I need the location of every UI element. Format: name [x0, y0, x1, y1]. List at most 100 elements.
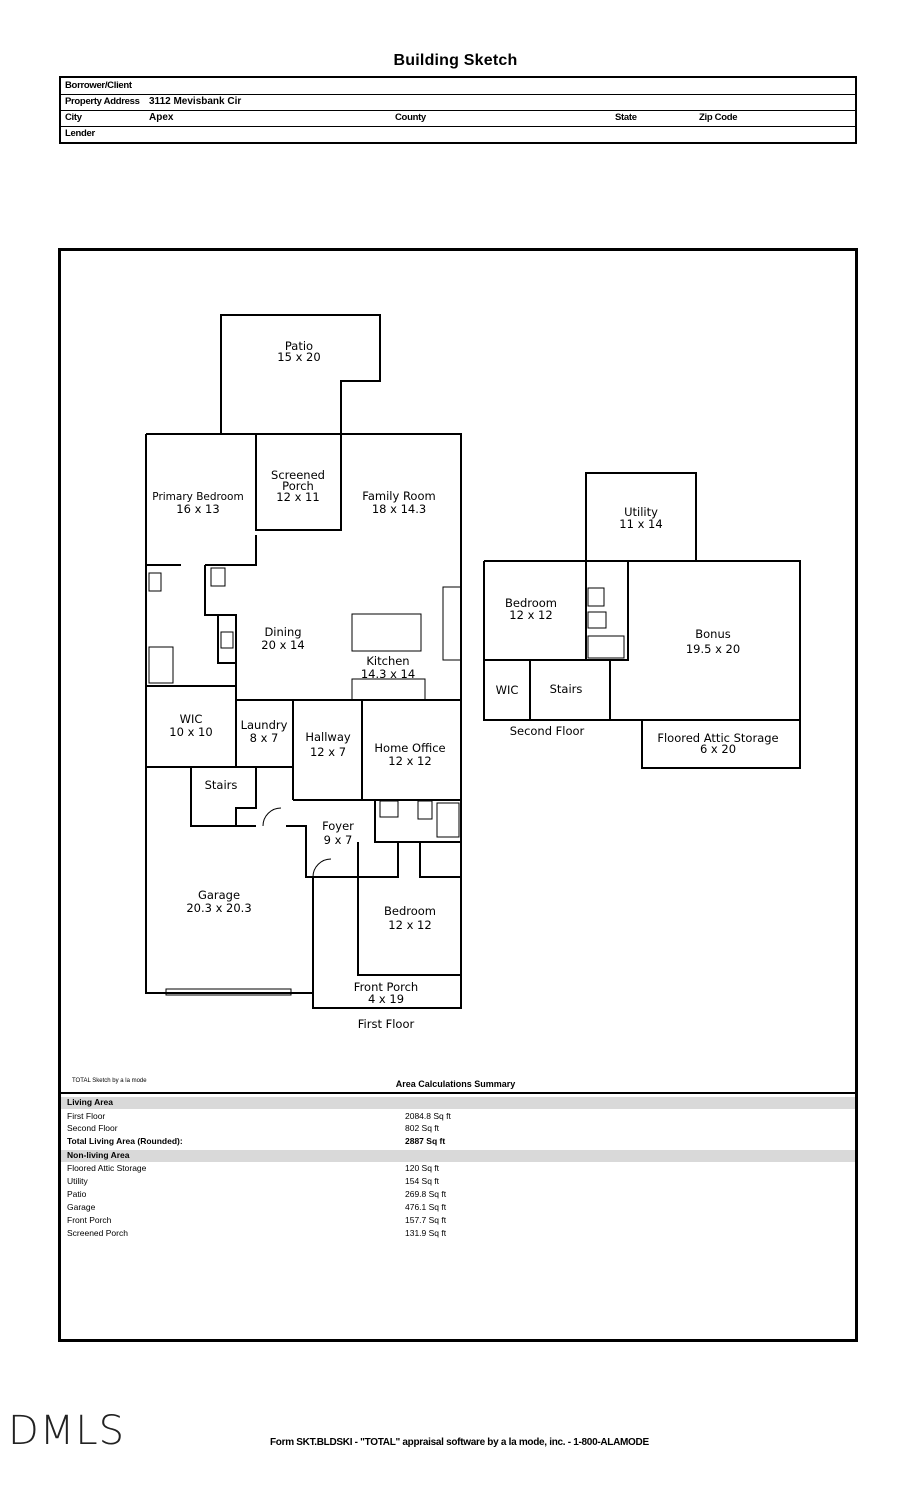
- toilet-fixture: [587, 611, 607, 629]
- row-label: Screened Porch: [67, 1228, 128, 1238]
- room-dims: 10 x 10: [169, 725, 212, 739]
- wall: [586, 659, 611, 720]
- room-name: Home Office: [374, 741, 445, 755]
- row-value: 802 Sq ft: [405, 1123, 440, 1133]
- nonliving-area-header: Non-living Area: [61, 1150, 855, 1162]
- room-dims: 6 x 20: [700, 742, 736, 756]
- wall: [286, 825, 313, 878]
- room-dims: 12 x 12: [509, 608, 552, 622]
- summary-row: Screened Porch 131.9 Sq ft: [67, 1228, 487, 1240]
- wall: [205, 535, 257, 566]
- sink-fixture: [379, 800, 399, 818]
- wall: [358, 842, 399, 878]
- row-label: First Floor: [67, 1111, 106, 1121]
- summary-row: Utility 154 Sq ft: [67, 1176, 487, 1188]
- wall: [235, 767, 257, 826]
- room-name: Screened: [271, 468, 325, 482]
- room-name: Bonus: [695, 627, 731, 641]
- west-wall: [145, 434, 313, 994]
- patio-outline: [220, 314, 381, 434]
- room-name: Front Porch: [354, 980, 418, 994]
- room-dims: 12 x 7: [310, 745, 346, 759]
- attic-outline: [641, 719, 801, 769]
- row-label: Total Living Area (Rounded):: [67, 1136, 183, 1146]
- city-value: Apex: [149, 112, 174, 123]
- row-value: 157.7 Sq ft: [405, 1215, 447, 1225]
- row-value: 154 Sq ft: [405, 1176, 440, 1186]
- summary-row: Second Floor 802 Sq ft: [67, 1123, 487, 1135]
- address-row: Property Address 3112 Mevisbank Cir: [61, 94, 855, 111]
- row-label: Front Porch: [67, 1215, 112, 1225]
- room-dims: 8 x 7: [250, 731, 279, 745]
- kitchen-island: [351, 613, 422, 652]
- floor-plan: Patio 15 x 20 Screened Porch 12 x 11 Pri…: [145, 314, 801, 1031]
- screened-porch-outline: [255, 433, 342, 531]
- row-value: 476.1 Sq ft: [405, 1202, 447, 1212]
- city-label: City: [65, 112, 82, 123]
- row-label: Garage: [67, 1202, 96, 1212]
- room-name: Utility: [624, 505, 658, 519]
- floor-label: First Floor: [358, 1017, 415, 1031]
- room-dims: 12 x 11: [276, 490, 319, 504]
- second-floor-outline: [483, 560, 801, 721]
- county-label: County: [395, 112, 426, 123]
- wall: [586, 561, 629, 661]
- summary-row: Patio 269.8 Sq ft: [67, 1189, 487, 1201]
- lender-row: Lender: [61, 126, 855, 142]
- row-value: 2084.8 Sq ft: [405, 1111, 451, 1121]
- row-value: 120 Sq ft: [405, 1163, 440, 1173]
- page-title: Building Sketch: [393, 52, 518, 69]
- garage-door: [165, 988, 292, 996]
- room-name: Primary Bedroom: [152, 491, 243, 503]
- summary-row: Garage 476.1 Sq ft: [67, 1202, 487, 1214]
- row-value: 131.9 Sq ft: [405, 1228, 447, 1238]
- room-dims: 16 x 13: [176, 502, 219, 516]
- borrower-label: Borrower/Client: [65, 80, 132, 91]
- room-name: Porch: [282, 479, 314, 493]
- room-name: Bedroom: [384, 904, 436, 918]
- property-header-table: Borrower/Client Property Address 3112 Me…: [59, 76, 857, 144]
- sink-fixture: [587, 587, 605, 607]
- counter: [442, 586, 461, 661]
- row-label: Patio: [67, 1189, 87, 1199]
- room-dims: 4 x 19: [368, 992, 404, 1006]
- zip-label: Zip Code: [699, 112, 738, 123]
- room-name: Foyer: [322, 819, 354, 833]
- room-dims: 12 x 12: [388, 754, 431, 768]
- room-dims: 14.3 x 14: [361, 667, 415, 681]
- total-living-row: Total Living Area (Rounded): 2887 Sq ft: [67, 1136, 487, 1148]
- floor-label: Second Floor: [510, 724, 585, 738]
- nonliving-area-title: Non-living Area: [67, 1150, 130, 1160]
- room-dims: 11 x 14: [619, 517, 662, 531]
- city-row: City Apex County State Zip Code: [61, 110, 855, 127]
- room-name: Floored Attic Storage: [657, 731, 778, 745]
- wall: [374, 800, 461, 843]
- wall: [419, 842, 461, 878]
- door-arc: [312, 858, 332, 878]
- room-dims: 12 x 12: [388, 918, 431, 932]
- sketch-credit: TOTAL Sketch by a la mode: [72, 1078, 147, 1084]
- room-name: WIC: [180, 712, 203, 726]
- summary-title: Area Calculations Summary: [395, 1079, 516, 1089]
- toilet-fixture: [417, 800, 433, 820]
- room-name: Family Room: [362, 489, 435, 503]
- toilet-fixture: [210, 567, 226, 587]
- row-value: 2887 Sq ft: [405, 1136, 446, 1146]
- room-name: Dining: [264, 625, 301, 639]
- room-dims: 18 x 14.3: [372, 502, 426, 516]
- living-area-title: Living Area: [67, 1097, 113, 1107]
- room-name: Hallway: [305, 730, 351, 744]
- room-dims: 19.5 x 20: [686, 642, 740, 656]
- summary-row: Floored Attic Storage 120 Sq ft: [67, 1163, 487, 1175]
- wall: [217, 615, 236, 664]
- summary-divider: [61, 1092, 855, 1094]
- room-dims: 15 x 20: [277, 350, 320, 364]
- room-dims: 20 x 14: [261, 638, 304, 652]
- sink-fixture: [220, 631, 234, 649]
- kitchen-counter: [351, 678, 426, 701]
- shower-fixture: [148, 646, 174, 684]
- room-dims: 20.3 x 20.3: [186, 901, 251, 915]
- room-name: WIC: [496, 683, 519, 697]
- row-label: Second Floor: [67, 1123, 118, 1133]
- wall: [204, 565, 237, 700]
